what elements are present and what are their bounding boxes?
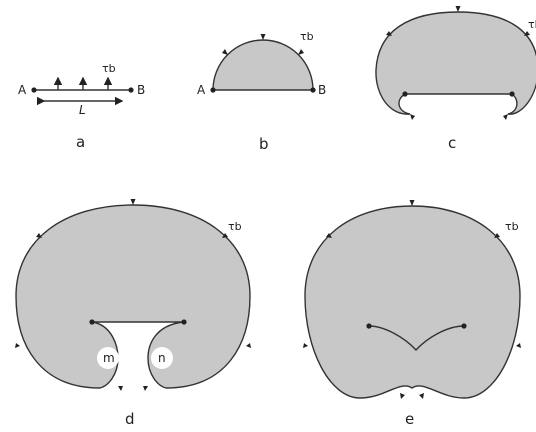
force-arrow — [494, 233, 500, 238]
pin-point-b — [461, 323, 467, 329]
enclosing-loop — [304, 205, 521, 399]
panel-label-b: b — [259, 135, 269, 153]
force-arrow — [222, 233, 228, 238]
panel-e: τb e — [303, 200, 521, 428]
pin-point-a — [89, 319, 95, 325]
force-arrow — [409, 200, 415, 206]
force-arrow — [36, 233, 42, 238]
panel-label-d: d — [125, 410, 135, 428]
endpoint-label-a: A — [197, 83, 206, 97]
loops-about-to-meet — [15, 204, 251, 389]
force-arrow — [516, 343, 521, 348]
force-arrow — [298, 49, 304, 55]
loop-marker-n — [151, 347, 173, 369]
force-arrow — [130, 199, 136, 205]
panel-label-c: c — [448, 134, 456, 152]
force-arrow — [303, 343, 308, 348]
panel-c: τb c — [375, 6, 536, 152]
semicircle-bulge — [212, 39, 314, 91]
panel-d: m n τb d — [15, 199, 251, 428]
pin-point-b — [509, 91, 515, 97]
force-arrow — [246, 343, 251, 348]
force-arrow — [386, 31, 392, 36]
endpoint-label-a: A — [18, 83, 27, 97]
force-arrow — [503, 114, 508, 120]
panel-b: A B τb b — [197, 30, 326, 153]
panel-label-a: a — [76, 133, 85, 151]
force-arrow — [222, 49, 228, 55]
force-arrow — [524, 31, 530, 36]
stress-label: τb — [102, 62, 116, 75]
force-arrow — [400, 393, 405, 399]
force-arrow — [455, 6, 461, 12]
pin-point-a — [210, 87, 216, 93]
pin-point-a — [402, 91, 408, 97]
force-arrow — [410, 114, 415, 120]
force-arrow — [15, 343, 20, 348]
pin-point-b — [128, 87, 134, 93]
loop-label-n: n — [158, 351, 166, 365]
stress-label: τb — [528, 18, 536, 31]
force-arrow — [419, 393, 424, 399]
pin-point-b — [181, 319, 187, 325]
expanded-loop — [375, 11, 536, 115]
pin-point-a — [31, 87, 37, 93]
force-arrow — [118, 386, 123, 391]
panel-label-e: e — [405, 410, 414, 428]
stress-label: τb — [505, 220, 519, 233]
stress-label: τb — [300, 30, 314, 43]
force-arrow — [143, 386, 148, 391]
loop-label-m: m — [103, 351, 115, 365]
pin-point-b — [310, 87, 316, 93]
reformed-dislocation-segment — [368, 325, 465, 352]
endpoint-label-b: B — [137, 83, 145, 97]
force-arrow — [260, 34, 266, 40]
length-label: L — [79, 103, 86, 117]
loop-marker-m — [97, 347, 119, 369]
endpoint-label-b: B — [318, 83, 326, 97]
force-arrow — [326, 233, 332, 238]
panel-a: A B τb L a — [18, 62, 145, 151]
pin-point-a — [366, 323, 372, 329]
stress-label: τb — [228, 220, 242, 233]
